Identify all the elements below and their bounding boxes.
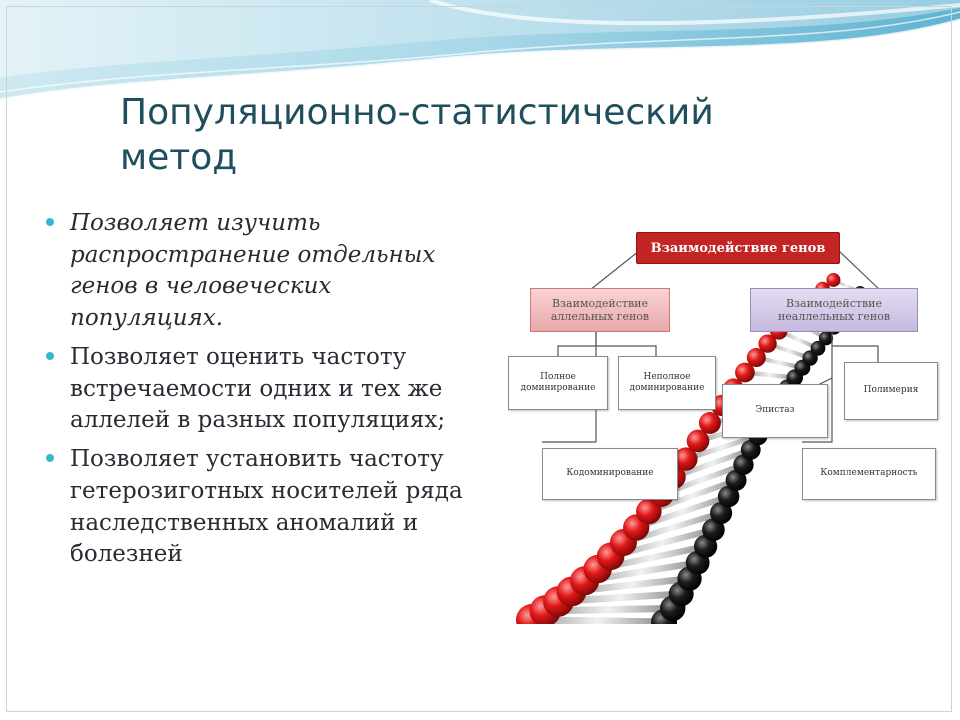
bullet-text: Позволяет установить частоту гетерозигот… <box>70 446 463 568</box>
nonallelic-interaction-box: Взаимодействие неаллельных генов <box>750 288 918 332</box>
incomplete-dominance-box: Неполное доминирование <box>618 356 716 410</box>
gene-interaction-box: Взаимодействие генов <box>636 232 840 264</box>
epistasis-box: Эпистаз <box>722 384 828 438</box>
bullet-item: Позволяет оценить частоту встречаемости … <box>44 342 484 437</box>
helix-part <box>670 447 754 480</box>
helix-part <box>810 340 826 356</box>
bullet-icon <box>46 218 54 226</box>
bullet-item: Позволяет установить частоту гетерозигот… <box>44 444 484 571</box>
helix-part <box>683 433 761 462</box>
helix-part <box>710 501 733 525</box>
helix-part <box>758 334 777 353</box>
codominance-box: Кодоминирование <box>542 448 678 500</box>
polymery-box: Полимерия <box>844 362 938 420</box>
bullet-item: Позволяет изучить распространение отдель… <box>44 208 484 335</box>
helix-part <box>733 454 754 475</box>
gene-interaction-diagram: Взаимодействие генов Взаимодействие алле… <box>502 228 946 624</box>
helix-part <box>826 272 841 287</box>
helix-part <box>702 518 725 542</box>
complementarity-box: Комплементарность <box>802 448 936 500</box>
bullet-text: Позволяет изучить распространение отдель… <box>70 210 436 332</box>
header-wave-decoration <box>0 0 960 102</box>
helix-part <box>818 331 834 346</box>
helix-part <box>725 469 747 491</box>
helix-part <box>717 485 740 508</box>
helix-part <box>746 348 766 368</box>
bullet-icon <box>46 351 54 360</box>
helix-part <box>686 429 710 453</box>
slide-title: Популяционно-статистический метод <box>120 90 820 180</box>
bullet-text: Позволяет оценить частоту встречаемости … <box>70 343 446 434</box>
bullet-icon <box>46 454 54 463</box>
bullet-list: Позволяет изучить распространение отдель… <box>44 208 484 578</box>
title-line-2: метод <box>120 137 238 178</box>
helix-part <box>674 447 698 471</box>
allelic-interaction-box: Взаимодействие аллельных генов <box>530 288 670 332</box>
title-line-1: Популяционно-статистический <box>120 92 714 133</box>
slide-border <box>6 6 952 712</box>
helix-part <box>698 412 721 434</box>
helix-part <box>735 362 755 383</box>
complete-dominance-box: Полное доминирование <box>508 356 608 410</box>
